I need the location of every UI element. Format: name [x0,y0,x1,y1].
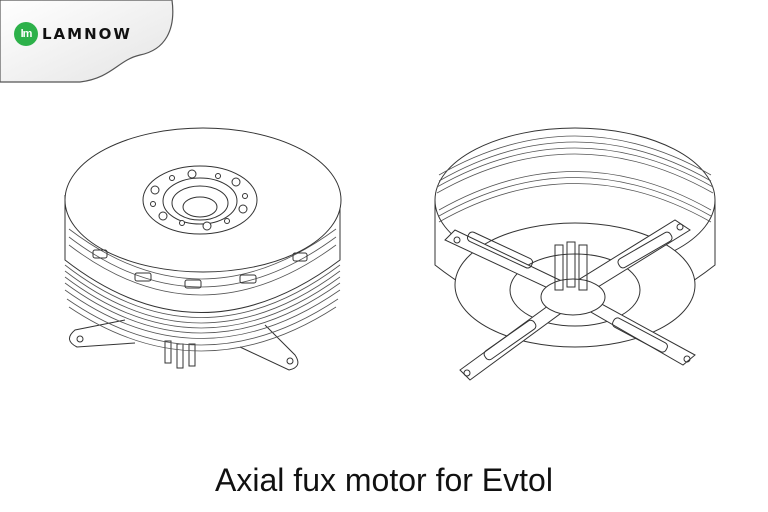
motor-top-view-drawing [64,127,342,371]
logo-tab-shape [0,0,174,83]
phase-leads [554,241,588,291]
logo-badge-icon: lm [14,22,38,46]
figure-caption: Axial fux motor for Evtol [215,462,553,498]
motor-bottom-view-drawing [434,127,716,381]
logo-tab: lm LAMNOW [0,0,180,90]
brand-logo: lm LAMNOW [14,22,132,46]
brand-name: LAMNOW [42,25,132,43]
